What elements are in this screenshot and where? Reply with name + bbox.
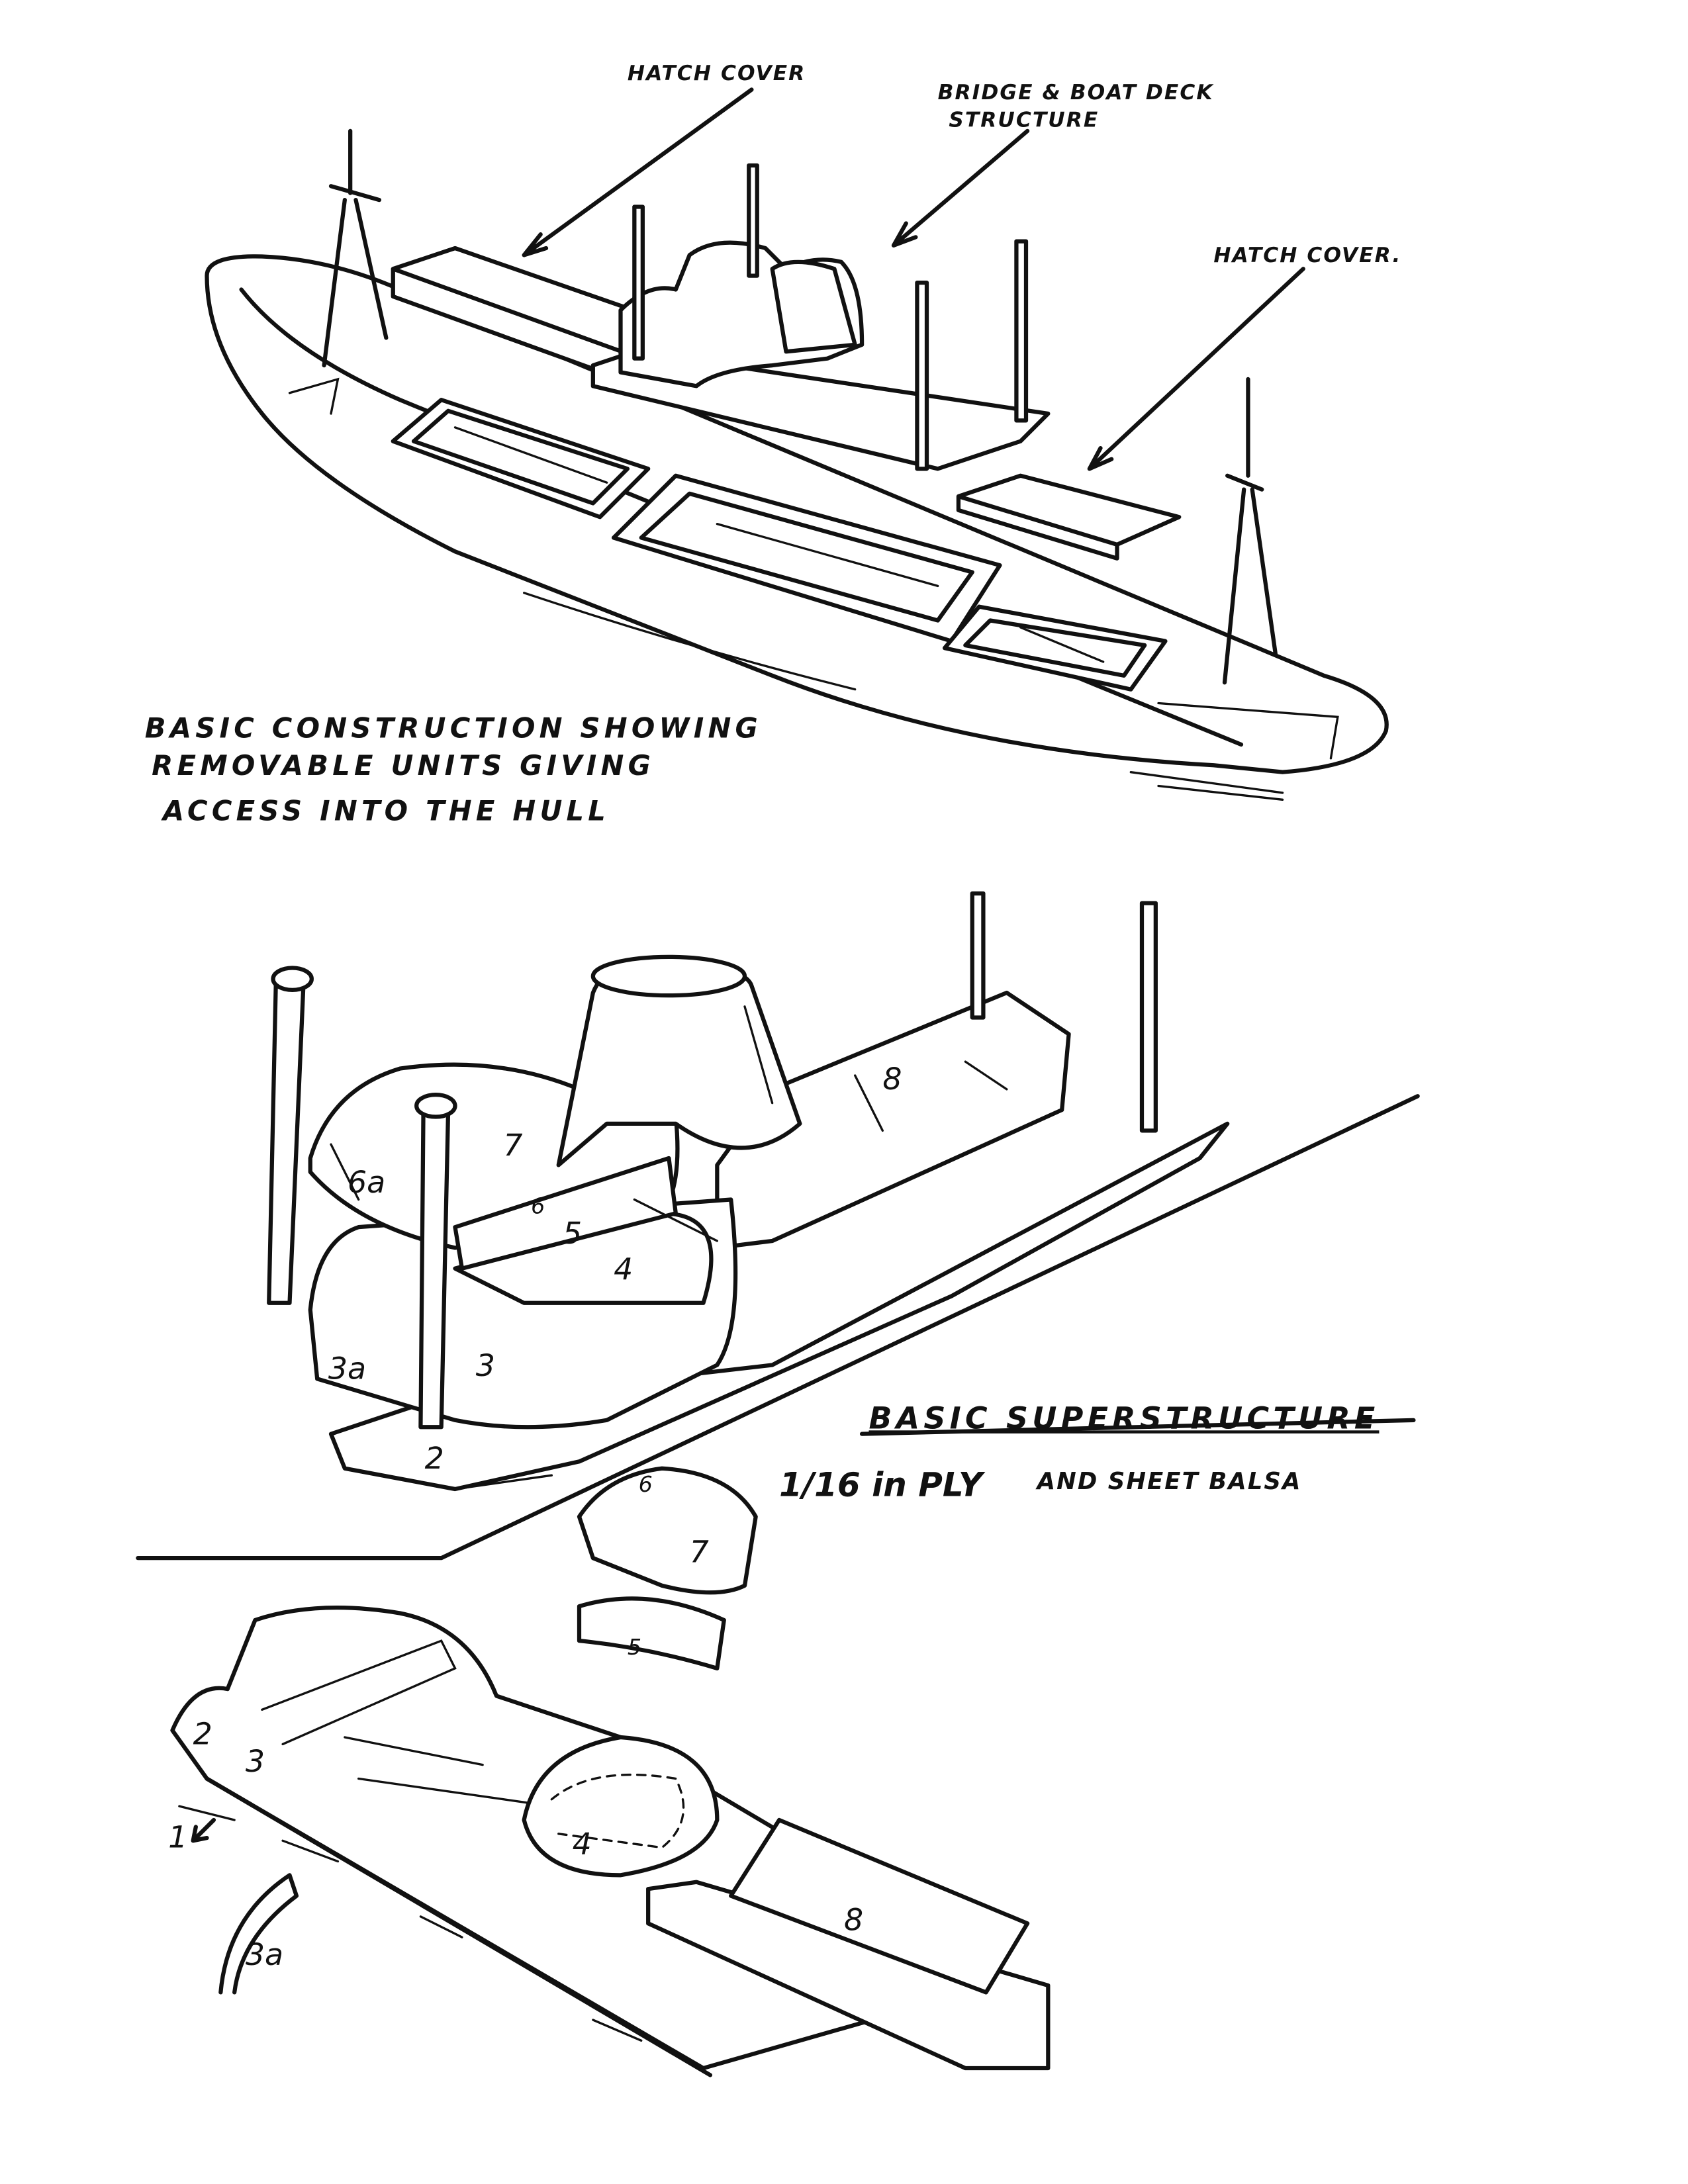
exploded-part-3a — [218, 1873, 299, 1995]
exploded-part-5 — [577, 1596, 726, 1670]
label-bridge-line1: BRIDGE & BOAT DECK — [938, 81, 1215, 105]
exploded-label-5: 5 — [628, 1634, 641, 1660]
hatch-open-2 — [611, 473, 1002, 643]
part-5 — [453, 1156, 678, 1271]
caption-line1: BASIC CONSTRUCTION SHOWING — [145, 712, 762, 745]
exploded-parts-drawing: 6 7 5 2 3 1 4 8 3a — [168, 1466, 1051, 2077]
hatch-cover-aft — [956, 473, 1182, 561]
label-hatch-cover-aft: HATCH COVER. — [1213, 244, 1401, 267]
hatch-open-3 — [942, 604, 1168, 692]
leader-bridge — [891, 128, 1030, 248]
exploded-label-1: 1 — [168, 1819, 187, 1855]
caption-line3: ACCESS INTO THE HULL — [161, 795, 610, 827]
label-hatch-cover-fore: HATCH COVER — [628, 62, 806, 85]
mast-fore — [267, 983, 306, 1305]
superstructure-drawing: 8 7 6a 6 5 4 3 3a 2 BASIC SUPERSTRUCTURE… — [136, 891, 1420, 1561]
exploded-label-4: 4 — [573, 1826, 592, 1862]
exploded-part-6-7 — [577, 1466, 758, 1595]
exploded-label-7: 7 — [690, 1533, 709, 1569]
part-label-7: 7 — [503, 1127, 522, 1163]
aftmast — [1222, 377, 1278, 685]
superstructure-subtitle-b: AND SHEET BALSA — [1035, 1468, 1302, 1495]
exploded-label-8: 8 — [844, 1902, 863, 1938]
exploded-label-3: 3 — [246, 1743, 265, 1779]
exploded-part-8 — [646, 1880, 1051, 2071]
superstructure-subtitle-a: 1/16 in PLY — [779, 1465, 986, 1504]
part-label-8: 8 — [882, 1061, 902, 1097]
exploded-label-2: 2 — [193, 1715, 212, 1751]
funnel — [770, 259, 857, 354]
part-label-2: 2 — [425, 1440, 444, 1476]
part-label-3a: 3a — [328, 1350, 366, 1386]
leader-hatch-aft — [1087, 267, 1305, 471]
deck-line — [136, 1094, 1420, 1561]
label-bridge-line2: STRUCTURE — [949, 109, 1099, 132]
part-label-6a: 6a — [348, 1164, 385, 1200]
foremast — [322, 128, 389, 368]
mast-mid — [418, 1107, 451, 1430]
part-label-6: 6 — [531, 1193, 545, 1218]
exploded-label-3a: 3a — [246, 1936, 283, 1972]
caption-line2: REMOVABLE UNITS GIVING — [152, 749, 655, 782]
top-ship-drawing: HATCH COVER BRIDGE & BOAT DECK STRUCTURE… — [145, 62, 1401, 827]
leader-hatch-fore — [522, 87, 754, 257]
part-label-5: 5 — [563, 1215, 582, 1251]
exploded-label-6: 6 — [639, 1471, 653, 1497]
part-label-4: 4 — [614, 1251, 633, 1287]
part-label-3: 3 — [476, 1347, 495, 1383]
